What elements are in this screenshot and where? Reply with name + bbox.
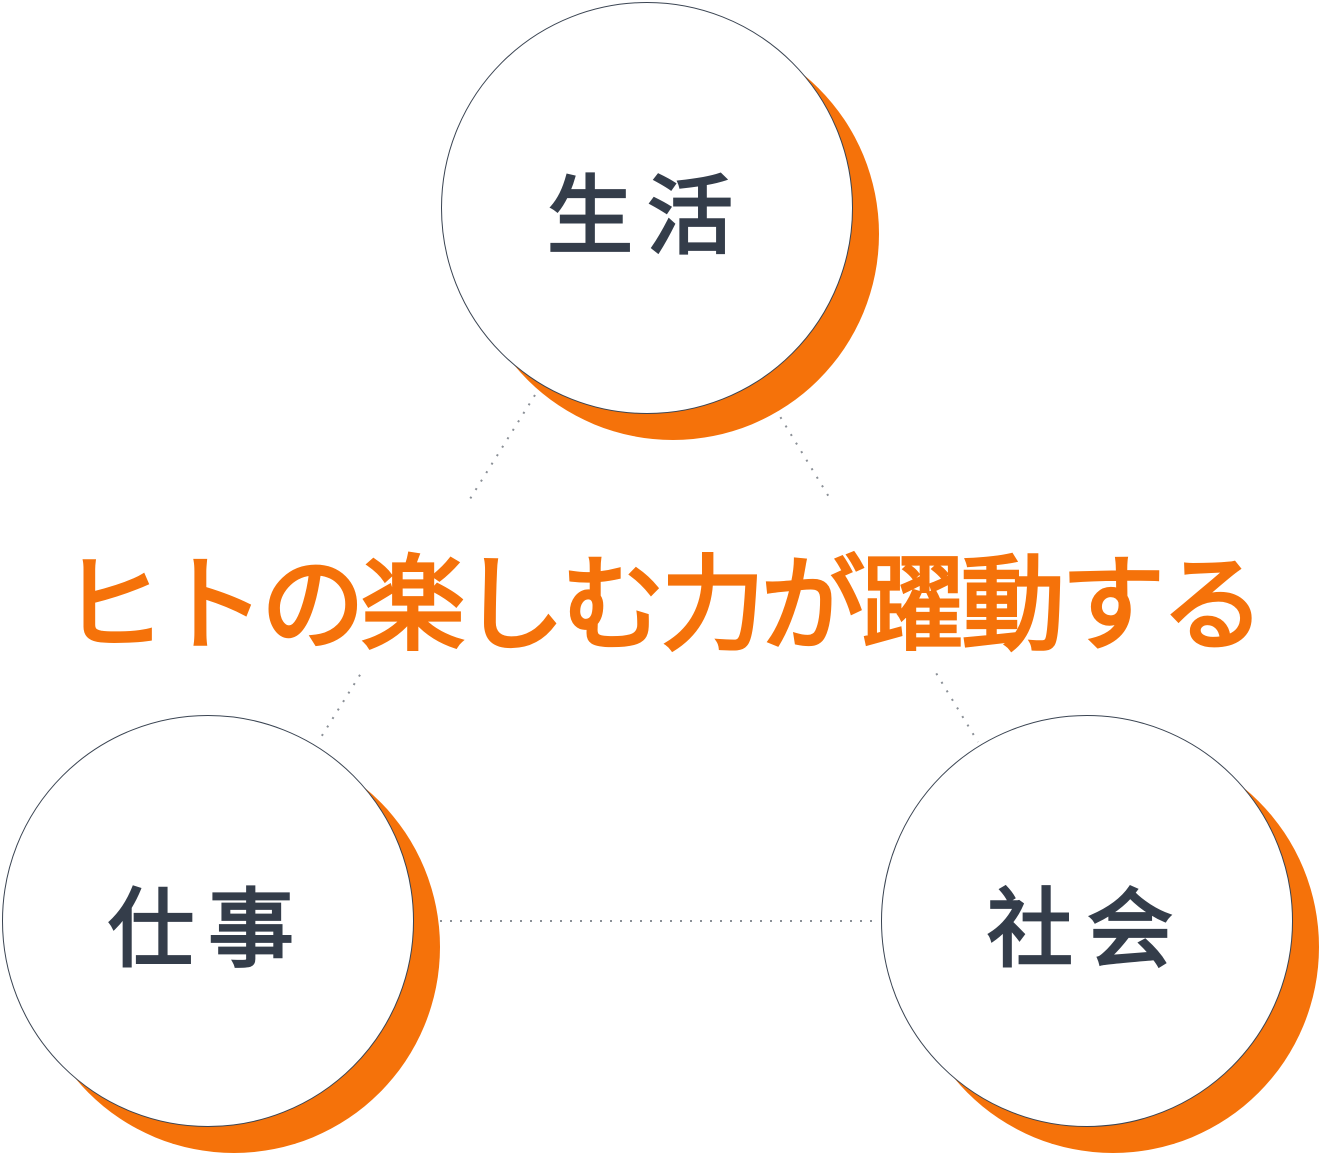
- node-label-society: 社会: [987, 879, 1187, 980]
- connector-top-left: [317, 394, 536, 743]
- node-circle: 社会: [881, 715, 1293, 1127]
- node-society: 社会: [881, 715, 1319, 1153]
- node-life: 生活: [441, 2, 879, 440]
- node-work: 仕事: [2, 715, 440, 1153]
- node-circle: 生活: [441, 2, 853, 414]
- node-circle: 仕事: [2, 715, 414, 1127]
- node-label-work: 仕事: [108, 879, 308, 980]
- node-label-life: 生活: [547, 166, 747, 267]
- center-title: ヒトの楽しむ力が躍動する: [60, 544, 1265, 666]
